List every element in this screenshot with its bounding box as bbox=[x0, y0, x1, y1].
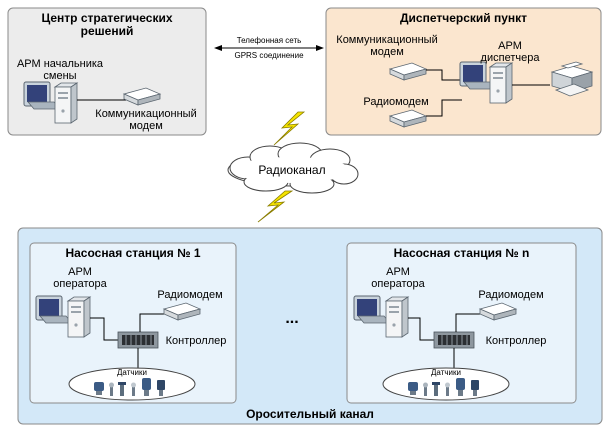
center-title-line2: решений bbox=[80, 24, 134, 38]
arrowhead-right-icon bbox=[316, 45, 324, 51]
dispatch-arm-label: АРМ диспетчера bbox=[460, 40, 560, 64]
canal-title: Оросительный канал bbox=[246, 407, 374, 421]
dispatch-modem-label: Коммуникационный модем bbox=[332, 34, 442, 58]
gprs-link-line2: GPRS соединение bbox=[234, 51, 304, 60]
center-modem-line1: Коммуникационный bbox=[95, 108, 197, 120]
cable-line bbox=[455, 313, 480, 332]
station-1-radiomodem-label: Радиомодем bbox=[157, 289, 223, 301]
station-n-controller-label: Контроллер bbox=[485, 335, 547, 347]
station-n-title: Насосная станция № n bbox=[393, 246, 530, 260]
center-arm-line1: АРМ начальника bbox=[16, 58, 104, 70]
cable-line bbox=[426, 69, 462, 81]
arrowhead-left-icon bbox=[214, 45, 222, 51]
station-n-arm-line2: оператора bbox=[371, 278, 425, 290]
dispatch-modem-line2: модем bbox=[370, 46, 404, 58]
center-arm-line2: смены bbox=[43, 70, 77, 82]
dispatch-modem-line1: Коммуникационный bbox=[336, 34, 438, 46]
station-n-box bbox=[346, 242, 577, 404]
center-arm-label: АРМ начальника смены bbox=[10, 58, 110, 82]
controller-icon bbox=[433, 331, 475, 349]
dispatch-arm-line1: АРМ bbox=[498, 40, 522, 52]
computer-tower-icon bbox=[54, 82, 78, 124]
station-n-arm-label: АРМ оператора bbox=[358, 266, 438, 290]
station-n-radiomodem-label: Радиомодем bbox=[478, 289, 544, 301]
computer-tower-icon bbox=[489, 62, 513, 104]
computer-tower-icon bbox=[67, 296, 91, 338]
station-1-box bbox=[29, 242, 237, 404]
stations-ellipsis: ... bbox=[285, 310, 299, 327]
dispatch-radiomodem-label: Радиомодем bbox=[363, 96, 429, 108]
station-n-arm-line1: АРМ bbox=[386, 266, 410, 278]
center-modem-label: Коммуникационный модем bbox=[90, 108, 202, 132]
computer-tower-icon bbox=[385, 296, 409, 338]
gprs-link-line1: Телефонная сеть bbox=[236, 36, 302, 45]
gprs-link-label: Телефонная сеть GPRS соединение bbox=[214, 36, 324, 60]
radio-channel-label: Радиоканал bbox=[258, 163, 326, 177]
station-1-sensors-label: Датчики bbox=[117, 368, 147, 377]
cable-line bbox=[408, 317, 434, 341]
station-1-arm-line1: АРМ bbox=[68, 266, 92, 278]
station-n-sensors-label: Датчики bbox=[431, 368, 461, 377]
dispatch-title: Диспетчерский пункт bbox=[399, 11, 528, 25]
lightning-icon bbox=[273, 111, 306, 146]
printer-icon bbox=[550, 61, 594, 97]
station-1-arm-line2: оператора bbox=[53, 278, 107, 290]
station-1-controller-label: Контроллер bbox=[165, 335, 227, 347]
center-title: Центр стратегических решений bbox=[8, 12, 206, 38]
dispatch-arm-line2: диспетчера bbox=[480, 52, 540, 64]
station-1-title: Насосная станция № 1 bbox=[65, 246, 201, 260]
controller-icon bbox=[117, 331, 159, 349]
lightning-icon bbox=[257, 190, 294, 223]
center-title-line1: Центр стратегических bbox=[41, 11, 173, 25]
cable-line bbox=[426, 99, 462, 117]
center-modem-line2: модем bbox=[129, 120, 163, 132]
station-1-arm-label: АРМ оператора bbox=[40, 266, 120, 290]
cable-line bbox=[139, 313, 164, 332]
cable-line bbox=[90, 317, 118, 341]
